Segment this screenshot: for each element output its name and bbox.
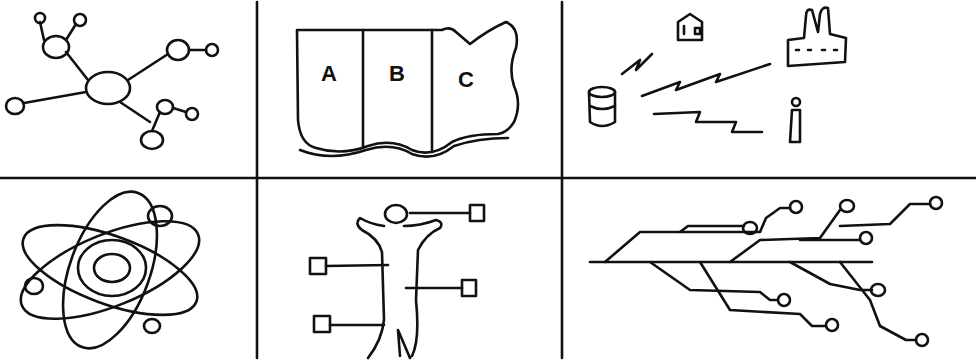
- map-band: A: [300, 42, 358, 106]
- map-band: B: [368, 42, 426, 106]
- network-sketch: [6, 13, 218, 149]
- branch-sketch: [590, 197, 942, 346]
- band-letter: B: [389, 61, 405, 87]
- map-outline: [297, 22, 518, 157]
- map-band: C: [437, 48, 495, 112]
- band-letter: A: [321, 61, 337, 87]
- atom-sketch: [8, 179, 211, 360]
- person-sketch: [310, 205, 484, 358]
- sources-sketch: [589, 8, 846, 142]
- band-letter: C: [458, 67, 474, 93]
